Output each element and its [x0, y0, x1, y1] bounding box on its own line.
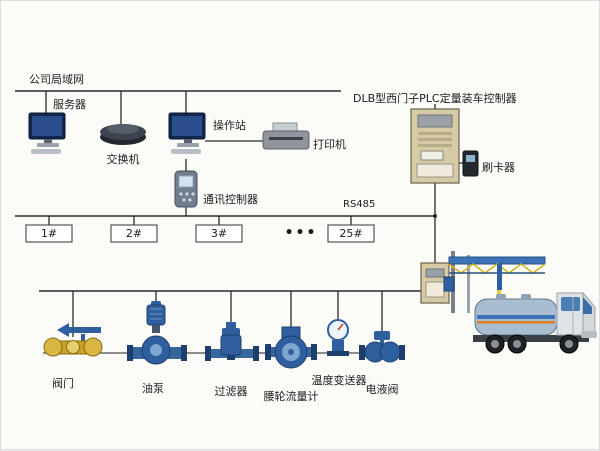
- printer-label: 打印机: [313, 137, 346, 151]
- network-drop-lines: [45, 91, 263, 216]
- station-drop-lines: [48, 216, 352, 225]
- switch-label: 交换机: [107, 152, 140, 166]
- station-label-1: 1#: [41, 227, 57, 240]
- valve-label: 阀门: [52, 376, 74, 390]
- filter-label: 过滤器: [215, 385, 248, 398]
- eh-valve-label: 电液阀: [366, 382, 399, 396]
- loading-gantry-icon: [443, 251, 546, 313]
- server-icon: [28, 112, 66, 154]
- station-box-2: [110, 224, 158, 243]
- rs485-label: RS485: [343, 199, 375, 210]
- plc-connection-lines: [434, 162, 463, 263]
- stations-ellipsis: •••: [285, 225, 318, 241]
- flowmeter-label: 腰轮流量计: [264, 389, 319, 403]
- plc-controller-icon: [410, 104, 460, 184]
- operator-station-icon: [168, 112, 206, 154]
- filter-icon: [205, 322, 259, 361]
- comm-controller-label: 通讯控制器: [203, 192, 258, 206]
- comm-controller-icon: [174, 170, 198, 208]
- station-box-1: [25, 224, 73, 243]
- operator-label: 操作站: [213, 118, 246, 132]
- station-label-25: 25#: [339, 227, 362, 240]
- valve-icon: [43, 323, 103, 357]
- station-label-2: 2#: [126, 227, 142, 240]
- lan-label: 公司局域网: [29, 73, 84, 86]
- pump-label: 油泵: [142, 381, 164, 395]
- flowmeter-icon: [265, 326, 317, 369]
- card-reader-icon: [462, 150, 479, 177]
- switch-icon: [100, 124, 146, 145]
- station-box-3: [195, 224, 243, 243]
- server-label: 服务器: [53, 98, 86, 111]
- station-box-25: [327, 224, 375, 243]
- temp-transmitter-label: 温度变送器: [312, 373, 367, 387]
- temp-transmitter-icon: [327, 319, 349, 356]
- device-drop-lines: [72, 291, 383, 337]
- tanker-truck-icon: [473, 291, 597, 354]
- card-reader-label: 刷卡器: [482, 161, 515, 174]
- printer-icon: [262, 122, 310, 150]
- plc-label: DLB型西门子PLC定量装车控制器: [353, 91, 517, 105]
- station-label-3: 3#: [211, 227, 227, 240]
- bus-junction-dot: [433, 214, 437, 218]
- eh-valve-icon: [359, 331, 405, 363]
- pump-icon: [127, 301, 187, 365]
